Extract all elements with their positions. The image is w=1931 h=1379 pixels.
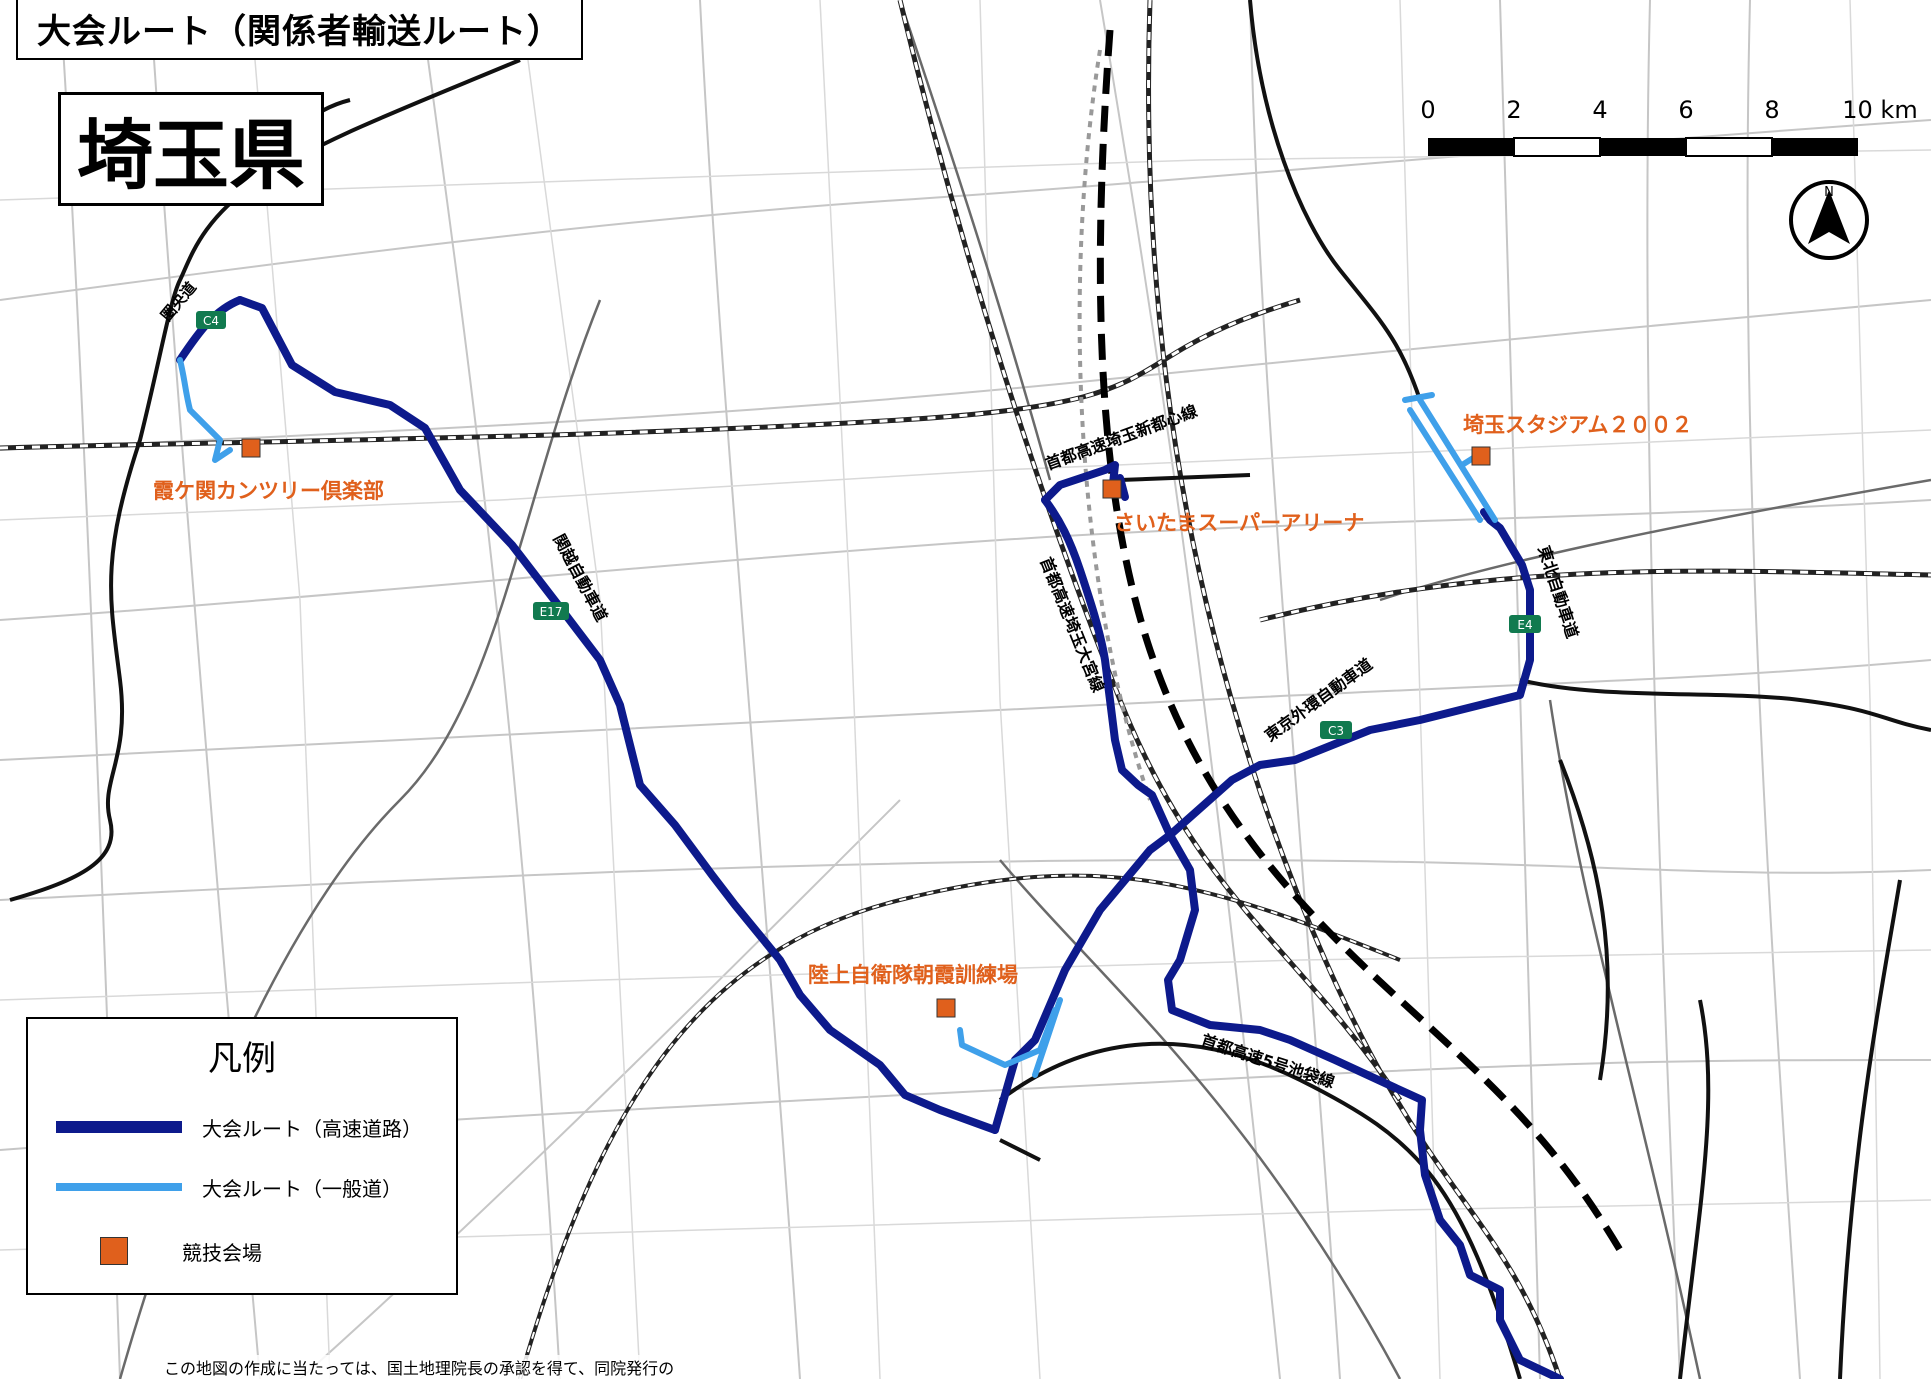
venue-marker-saitama-stadium[interactable]: [1471, 446, 1491, 466]
shinkansen-line: [1096, 29, 1624, 1252]
shield-c3: C3: [1320, 721, 1352, 739]
legend-title: 凡例: [208, 1039, 276, 1079]
legend-swatch-general-road: [56, 1183, 182, 1191]
svg-text:E4: E4: [1517, 618, 1532, 632]
route-saitama-omiya: [991, 508, 1534, 1134]
page-title: 大会ルート（関係者輸送ルート）: [16, 0, 583, 60]
route-shuto-saitama-omiya-south: [1041, 496, 1564, 1379]
svg-text:6: 6: [1678, 96, 1693, 124]
legend-label-general-road: 大会ルート（一般道）: [202, 1176, 402, 1201]
legend-item-venue: 競技会場: [56, 1231, 262, 1271]
svg-text:C4: C4: [203, 314, 219, 328]
legend-label-expressway: 大会ルート（高速道路）: [202, 1116, 422, 1141]
legend-item-general-road: 大会ルート（一般道）: [56, 1167, 402, 1207]
svg-text:8: 8: [1764, 96, 1779, 124]
route-expressway: [176, 296, 1564, 1379]
venue-marker-asaka[interactable]: [936, 998, 956, 1018]
shield-c4: C4: [196, 311, 226, 329]
svg-text:C3: C3: [1328, 724, 1344, 738]
legend-label-venue: 競技会場: [182, 1240, 262, 1265]
venue-label-saitama-stadium[interactable]: 埼玉スタジアム２００２: [1463, 413, 1693, 437]
shield-e4: E4: [1509, 615, 1541, 633]
svg-text:E17: E17: [540, 605, 563, 619]
venue-label-asaka[interactable]: 陸上自衛隊朝霞訓練場: [808, 963, 1018, 987]
map-credit: この地図の作成に当たっては、国土地理院長の承認を得て、同院発行の: [160, 1355, 679, 1379]
route-kan-etsu: [236, 296, 999, 1134]
prefecture-label: 埼玉県: [58, 92, 324, 206]
legend-panel: 凡例 大会ルート（高速道路） 大会ルート（一般道） 競技会場: [26, 1017, 458, 1295]
legend-swatch-expressway: [56, 1121, 182, 1133]
route-shuto-saitama-omiya-line: [1041, 461, 1129, 504]
legend-swatch-venue: [100, 1237, 128, 1265]
other-expressways: [9, 0, 1931, 1379]
venue-marker-super-arena[interactable]: [1102, 479, 1122, 499]
legend-item-expressway: 大会ルート（高速道路）: [56, 1107, 422, 1147]
svg-text:N: N: [1824, 185, 1834, 200]
venue-label-kasumigaseki[interactable]: 霞ケ関カンツリー倶楽部: [153, 479, 384, 503]
scale-bar: 0 2 4 6 8 10 km: [1420, 96, 1918, 157]
venue-label-super-arena[interactable]: さいたまスーパーアリーナ: [1114, 511, 1364, 535]
route-general-road: [177, 357, 1498, 1078]
label-tohoku: 東北自動車道: [1534, 543, 1582, 640]
north-arrow-icon: N: [1789, 180, 1869, 260]
svg-text:4: 4: [1592, 96, 1607, 124]
svg-text:0: 0: [1420, 96, 1435, 124]
shield-e17: E17: [533, 602, 569, 620]
venue-marker-kasumigaseki[interactable]: [241, 438, 261, 458]
route-ken-o-do: [176, 296, 244, 364]
svg-text:10 km: 10 km: [1842, 96, 1917, 124]
svg-text:2: 2: [1506, 96, 1521, 124]
